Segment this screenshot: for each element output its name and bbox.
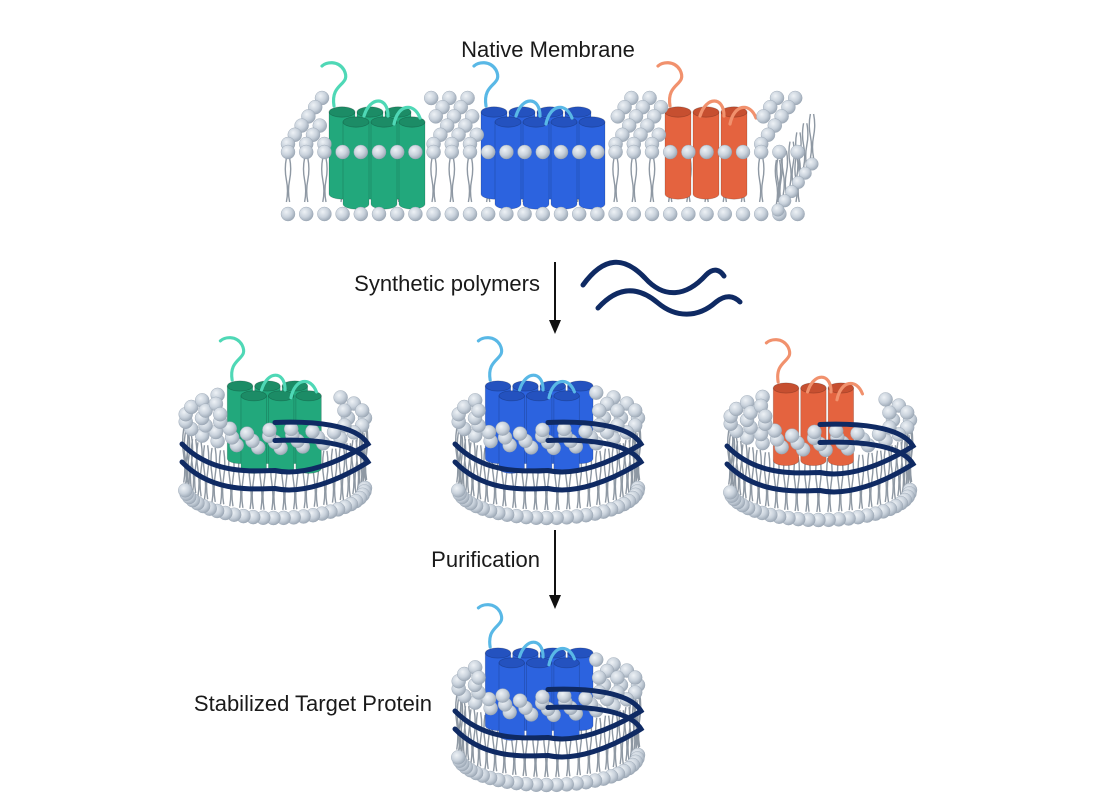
disc-lipid-tails: [726, 427, 914, 513]
native-membrane: [280, 61, 819, 222]
stabilized-target-nanodisc: [451, 603, 646, 793]
disc-lipid-heads-bottom: [451, 480, 646, 526]
disc-lipid-heads-bottom: [451, 747, 646, 793]
stabilized-target-protein-label: Stabilized Target Protein: [194, 691, 432, 716]
disc-lipid-heads: [451, 385, 646, 456]
synthetic-polymer-strands: [580, 259, 743, 317]
disc-lipid-heads-bottom: [723, 482, 918, 528]
disc-polymer-belt: [724, 421, 917, 495]
disc-lipid-heads: [451, 652, 646, 723]
lipid-heads-bottom: [280, 157, 819, 222]
disc-lipid-heads: [178, 387, 373, 456]
nanodisc-green-protein: [178, 336, 373, 526]
arrow-down-2: [549, 530, 561, 609]
purification-label: Purification: [431, 547, 540, 572]
membrane-proteins: [320, 61, 758, 210]
disc-lipid-heads-bottom: [178, 480, 373, 526]
disc-polymer-belt: [179, 419, 372, 493]
disc-lipid-heads: [723, 389, 918, 458]
lipid-heads-top: [280, 90, 805, 160]
disc-polymer-belt: [452, 419, 645, 493]
arrow-down-1: [549, 262, 561, 334]
native-membrane-label: Native Membrane: [461, 37, 635, 62]
synthetic-polymers-label: Synthetic polymers: [354, 271, 540, 296]
disc-protein: [218, 336, 322, 474]
nanodisc-blue-protein: [451, 336, 646, 526]
disc-polymer-belt: [452, 686, 645, 760]
nanodisc-red-protein: [723, 338, 918, 528]
